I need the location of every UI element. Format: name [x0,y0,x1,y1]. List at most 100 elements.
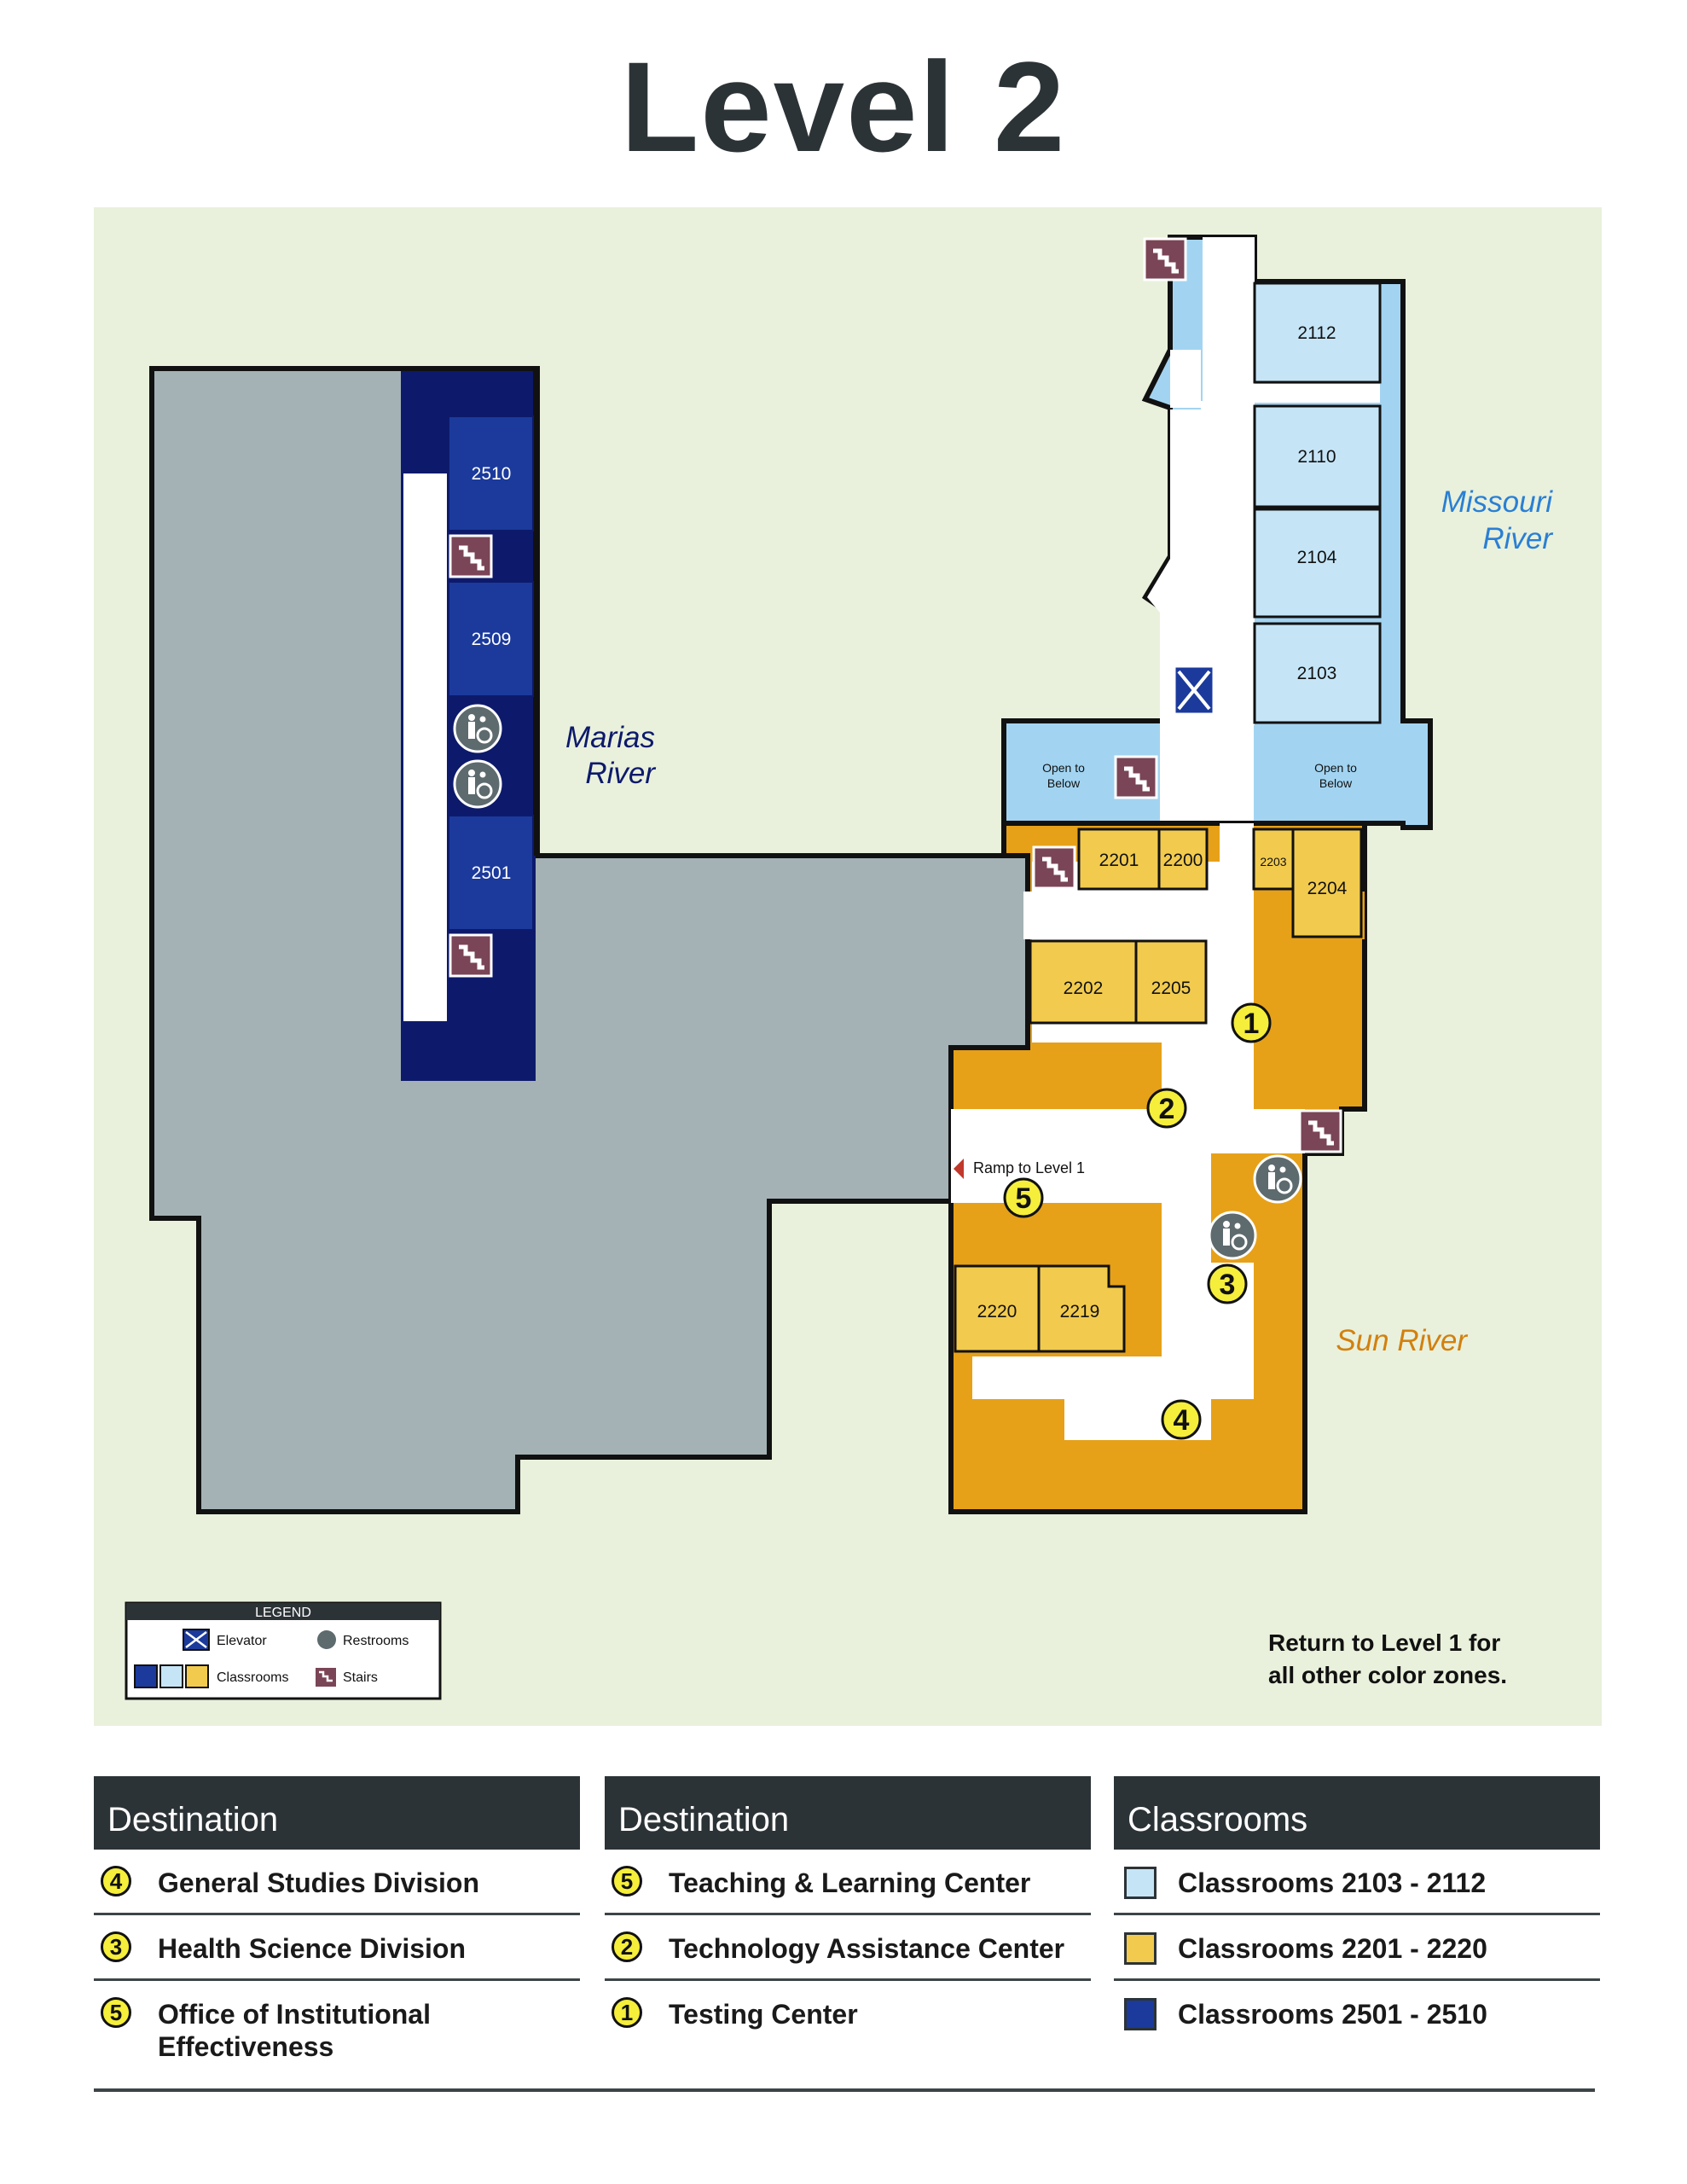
open-below-label: Open to [1042,761,1085,775]
destination-table-2: Destination 5 Teaching & Learning Center… [605,1776,1091,2058]
row-label: Teaching & Learning Center [669,1867,1031,1898]
stairs-icon [1300,1111,1341,1152]
restroom-icon [453,704,502,753]
room-2205-label: 2205 [1151,979,1191,998]
marker-badge: 2 [612,1931,642,1962]
destination-table-1: Destination 4 General Studies Division 3… [94,1776,580,2062]
ramp-label: Ramp to Level 1 [973,1159,1085,1176]
color-swatch [1124,1932,1157,1965]
room-2104-label: 2104 [1297,548,1337,567]
row-label: Classrooms 2201 - 2220 [1178,1933,1487,1964]
legend-elevator: Elevator [217,1634,267,1648]
marker-badge: 1 [612,1997,642,2028]
room-2501-label: 2501 [472,863,512,883]
restroom-icon [1208,1211,1257,1260]
table-header: Destination [605,1776,1091,1850]
room-2509-label: 2509 [472,630,512,649]
room-2204-label: 2204 [1307,879,1348,898]
room-2219-label: 2219 [1060,1302,1100,1321]
table-row: 2 Technology Assistance Center [605,1915,1091,1981]
room-2112-label: 2112 [1297,323,1336,343]
room-2509 [448,581,534,697]
room-2220 [954,1264,1041,1353]
stairs-icon [450,935,491,976]
map-legend: LEGEND Elevator Restrooms Classrooms Sta… [125,1601,442,1700]
room-2203-label: 2203 [1260,855,1286,868]
room-2103-label: 2103 [1297,664,1337,683]
classrooms-table: Classrooms Classrooms 2103 - 2112 Classr… [1114,1776,1600,2058]
marker-badge: 5 [101,1997,131,2028]
room-2204 [1291,828,1363,938]
table-row: Classrooms 2201 - 2220 [1114,1915,1600,1981]
svg-text:3: 3 [1220,1269,1236,1301]
room-2201 [1077,828,1161,891]
room-2510 [448,415,534,531]
zone-label-missouri: Missouri [1441,485,1554,519]
room-2201-label: 2201 [1099,851,1139,870]
bottom-divider [94,2088,1595,2092]
room-2220-label: 2220 [977,1302,1017,1321]
row-label: Office of Institutional Effectiveness [158,1999,431,2062]
room-2219 [1037,1264,1126,1353]
open-below-label: Below [1319,776,1353,790]
zone-label-sun: Sun River [1336,1324,1468,1357]
room-2104 [1253,508,1382,619]
ramp-arrow-icon [954,1159,964,1179]
room-2110-label: 2110 [1297,447,1336,467]
table-row: Classrooms 2501 - 2510 [1114,1981,1600,2058]
restroom-icon [317,1630,336,1649]
legend-classrooms: Classrooms [217,1670,288,1685]
row-label: General Studies Division [158,1867,479,1898]
room-2202-label: 2202 [1064,979,1104,998]
marker-5: 5 [1003,1177,1044,1218]
zone-label-marias: River [585,757,656,790]
restroom-icon [1253,1154,1302,1204]
marker-badge: 3 [101,1931,131,1962]
table-header: Classrooms [1114,1776,1600,1850]
sun-wing [948,821,1367,1514]
svg-text:1: 1 [1244,1008,1260,1040]
row-label: Technology Assistance Center [669,1933,1065,1964]
table-header: Destination [94,1776,580,1850]
row-label: Testing Center [669,1999,858,2030]
stairs-icon [1116,757,1157,798]
legend-title: LEGEND [255,1606,311,1620]
open-below-label: Below [1047,776,1081,790]
svg-text:5: 5 [1016,1182,1032,1215]
table-row: 5 Office of Institutional Effectiveness [94,1981,580,2062]
color-swatch [1124,1998,1157,2030]
room-2200 [1157,828,1209,891]
marker-badge: 5 [612,1866,642,1896]
row-label: Health Science Division [158,1933,467,1964]
table-row: Classrooms 2103 - 2112 [1114,1850,1600,1915]
room-2510-label: 2510 [472,464,512,484]
room-2112 [1253,282,1382,384]
elevator-icon [1173,665,1215,716]
return-note: Return to Level 1 for [1268,1629,1500,1656]
open-below-label: Open to [1314,761,1357,775]
room-2110 [1253,404,1382,508]
page-title: Level 2 [620,35,1067,178]
table-row: 5 Teaching & Learning Center [605,1850,1091,1915]
stairs-icon [450,536,491,577]
room-2200-label: 2200 [1163,851,1203,870]
restroom-icon [453,759,502,809]
stairs-icon [1145,239,1186,280]
marker-1: 1 [1231,1002,1272,1043]
zone-label-marias: Marias [565,721,655,754]
room-2103 [1253,622,1382,724]
marias-wing [401,366,538,1081]
marker-2: 2 [1146,1088,1187,1129]
return-note: all other color zones. [1268,1662,1507,1688]
legend-restrooms: Restrooms [343,1634,409,1648]
table-row: 4 General Studies Division [94,1850,580,1915]
zone-label-missouri: River [1482,522,1553,555]
legend-stairs: Stairs [343,1670,378,1685]
table-row: 3 Health Science Division [94,1915,580,1981]
row-label: Classrooms 2103 - 2112 [1178,1867,1487,1898]
marker-4: 4 [1161,1399,1202,1440]
svg-text:4: 4 [1174,1404,1190,1437]
row-label: Classrooms 2501 - 2510 [1178,1999,1487,2030]
marker-badge: 4 [101,1866,131,1896]
